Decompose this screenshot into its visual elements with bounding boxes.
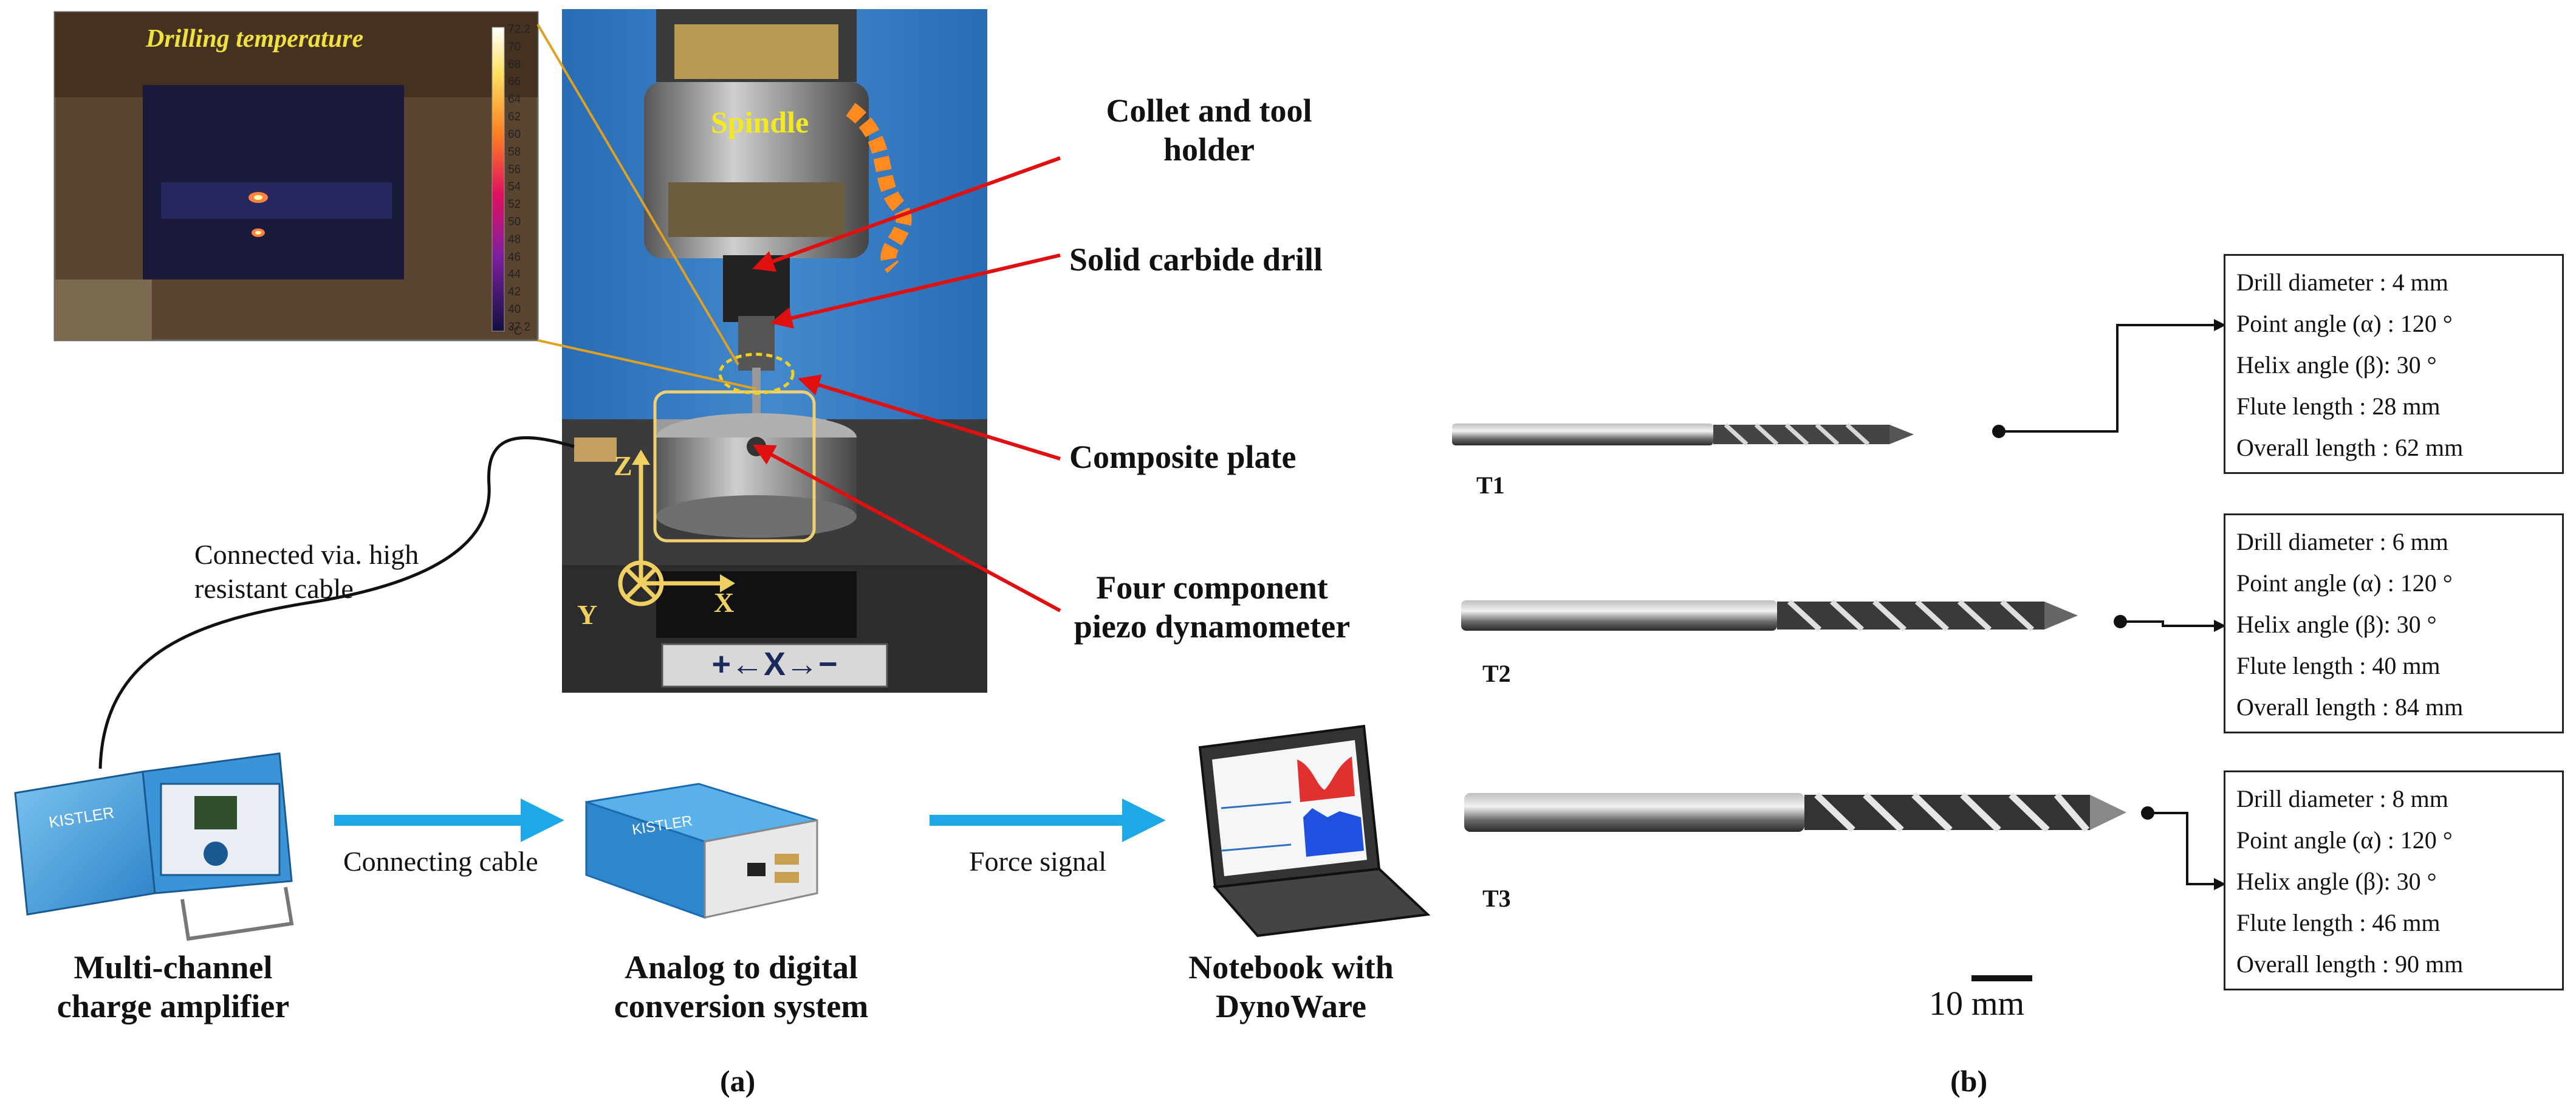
scale-tick: 72.2 — [508, 23, 530, 36]
spec-line: Drill diameter : 8 mm — [2236, 785, 2448, 812]
spec-line: Helix angle (β): 30 ° — [2236, 868, 2437, 895]
spec-line: Drill diameter : 6 mm — [2236, 528, 2448, 555]
axis-y-label: Y — [577, 599, 598, 630]
scale-tick: 66 — [508, 75, 521, 89]
spec-line: Flute length : 40 mm — [2236, 652, 2441, 679]
scale-tick: 54 — [508, 180, 521, 194]
arrow-label-force-signal: Force signal — [969, 846, 1107, 877]
adc-image — [585, 783, 818, 919]
axis-z-label: Z — [614, 450, 632, 481]
axis-x-label: X — [714, 587, 735, 618]
scale-tick: 62 — [508, 111, 521, 124]
scale-tick: 60 — [508, 128, 521, 141]
spec-line: Helix angle (β): 30 ° — [2236, 351, 2437, 379]
scale-bar-label: 10 mm — [1929, 985, 2025, 1023]
drill-t2-image — [1461, 599, 2078, 632]
scale-tick: 70 — [508, 40, 521, 53]
spec-line: Flute length : 28 mm — [2236, 393, 2441, 420]
spindle-label: Spindle — [711, 105, 809, 139]
scale-tick: 56 — [508, 163, 521, 176]
spec-line: Overall length : 62 mm — [2236, 434, 2464, 461]
scale-tick: 48 — [508, 233, 521, 246]
spec-line: Point angle (α) : 120 ° — [2236, 826, 2453, 854]
thermal-inset — [53, 11, 757, 390]
scale-tick: 68 — [508, 58, 521, 71]
arrow-label-connecting-cable: Connecting cable — [343, 846, 538, 877]
spec-line: Overall length : 84 mm — [2236, 693, 2464, 721]
spec-box-t1: Drill diameter : 4 mm Point angle (α) : … — [2224, 254, 2564, 474]
spec-box-t3: Drill diameter : 8 mm Point angle (α) : … — [2224, 770, 2564, 990]
callout-collet: Collet and tool holder — [1106, 92, 1312, 168]
callout-dynamometer: Four component piezo dynamometer — [1074, 569, 1351, 645]
scale-tick: 46 — [508, 250, 521, 264]
machine-photo — [562, 9, 987, 693]
thermal-scale-labels: 72.2 70 68 66 64 62 60 58 56 54 52 50 48… — [508, 23, 537, 334]
notebook-image — [1198, 724, 1431, 938]
scale-tick: 44 — [508, 268, 521, 281]
spec-line: Flute length : 46 mm — [2236, 909, 2441, 936]
scale-tick: 50 — [508, 215, 521, 228]
thermal-unit: °C — [509, 325, 522, 338]
panel-b-label: (b) — [1950, 1064, 1988, 1098]
spec-line: Helix angle (β): 30 ° — [2236, 611, 2437, 638]
high-resistant-cable — [98, 436, 575, 769]
spec-leaders — [1992, 319, 2226, 890]
label-amplifier: Multi-channel charge amplifier — [57, 949, 290, 1024]
scale-tick: 64 — [508, 93, 521, 106]
tool-code-t1: T1 — [1476, 472, 1505, 499]
drill-t1-image — [1452, 423, 1914, 446]
callout-plate: Composite plate — [1069, 439, 1297, 475]
scale-tick: 58 — [508, 145, 521, 159]
spec-line: Overall length : 90 mm — [2236, 950, 2464, 978]
spec-line: Point angle (α) : 120 ° — [2236, 569, 2453, 597]
tool-code-t3: T3 — [1482, 885, 1511, 912]
table-plate-label: +←X→− — [711, 646, 838, 682]
drill-t3-image — [1464, 792, 2126, 832]
thermal-title: Drilling temperature — [146, 25, 364, 53]
spec-line: Point angle (α) : 120 ° — [2236, 310, 2453, 337]
spec-box-t2: Drill diameter : 6 mm Point angle (α) : … — [2224, 513, 2564, 733]
charge-amplifier-image — [14, 752, 294, 941]
tool-code-t2: T2 — [1482, 660, 1511, 687]
callout-lines — [752, 156, 1061, 612]
label-notebook: Notebook with DynoWare — [1188, 949, 1394, 1024]
panel-a-label: (a) — [720, 1064, 756, 1098]
cable-note: Connected via. high resistant cable — [194, 539, 419, 604]
scale-tick: 37.2 — [508, 320, 530, 334]
scale-tick: 42 — [508, 286, 521, 299]
spec-line: Drill diameter : 4 mm — [2236, 269, 2448, 296]
scale-tick: 40 — [508, 303, 521, 316]
label-adc: Analog to digital conversion system — [614, 949, 869, 1024]
callout-drill: Solid carbide drill — [1069, 241, 1323, 278]
scale-tick: 52 — [508, 198, 521, 211]
